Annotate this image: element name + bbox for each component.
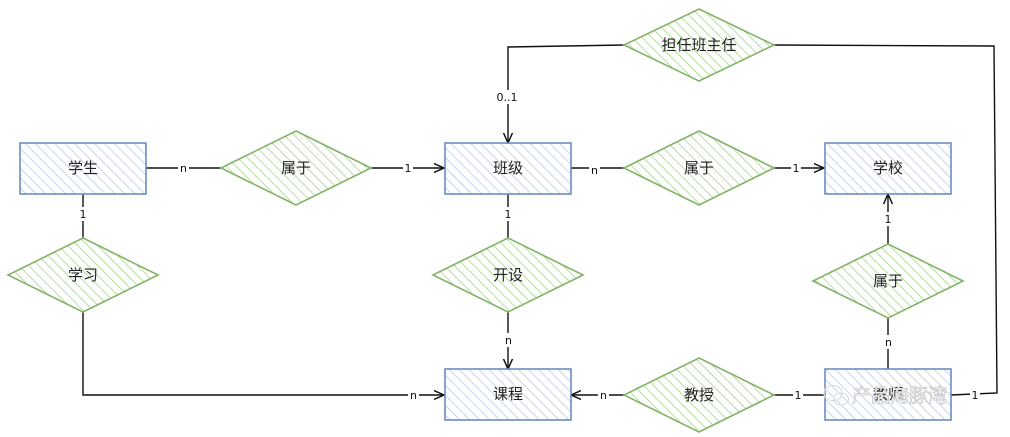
card-study-course: n <box>410 389 417 402</box>
relation-study-label: 学习 <box>68 266 98 284</box>
line-study-course <box>82 312 444 395</box>
card-rel-school: 1 <box>793 162 800 175</box>
entity-teacher-label: 教师 <box>873 385 903 403</box>
card-class-rel: n <box>591 164 598 177</box>
watermark: 产品海豚湾 <box>823 384 947 407</box>
relation-head-teacher[interactable]: 担任班主任 <box>622 8 776 82</box>
relation-student-belongs-label: 属于 <box>281 159 311 177</box>
card-teacher-belongs: n <box>885 336 892 349</box>
relation-class-belongs-label: 属于 <box>684 159 714 177</box>
card-teacher-head: 1 <box>972 389 979 402</box>
card-offer-course: n <box>505 334 512 347</box>
card-belongs-school: 1 <box>885 213 892 226</box>
relation-study[interactable]: 学习 <box>6 237 160 313</box>
relation-offer[interactable]: 开设 <box>431 237 585 313</box>
card-student-rel: n <box>180 162 187 175</box>
relation-teach[interactable]: 教授 <box>622 357 776 433</box>
entity-class-label: 班级 <box>493 159 523 177</box>
relation-teacher-belongs[interactable]: 属于 <box>811 243 965 319</box>
relation-head-teacher-label: 担任班主任 <box>661 36 736 54</box>
entity-school[interactable]: 学校 <box>824 142 952 195</box>
line-head-class <box>508 44 625 143</box>
entity-course-label: 课程 <box>493 385 523 403</box>
relation-class-belongs[interactable]: 属于 <box>622 130 776 206</box>
wechat-icon <box>823 384 850 406</box>
card-teach-course: n <box>600 389 607 402</box>
cardinality-labels: n 1 0..1 n 1 1 n 1 n n 1 1 n 1 <box>78 90 980 402</box>
relation-student-belongs[interactable]: 属于 <box>219 130 373 206</box>
entity-student[interactable]: 学生 <box>19 142 147 195</box>
entity-class[interactable]: 班级 <box>444 142 572 195</box>
card-student-study: 1 <box>80 208 87 221</box>
connectors <box>82 44 998 395</box>
watermark-text: 产品海豚湾 <box>852 385 947 407</box>
card-head-class: 0..1 <box>497 91 518 104</box>
relation-offer-label: 开设 <box>493 266 523 284</box>
entity-course[interactable]: 课程 <box>444 368 572 421</box>
card-rel-class: 1 <box>405 162 412 175</box>
card-teacher-teach: 1 <box>795 389 802 402</box>
entity-school-label: 学校 <box>873 159 903 177</box>
relation-teacher-belongs-label: 属于 <box>873 272 903 290</box>
relation-teach-label: 教授 <box>684 386 714 404</box>
entity-student-label: 学生 <box>68 159 98 177</box>
card-class-offer: 1 <box>505 208 512 221</box>
